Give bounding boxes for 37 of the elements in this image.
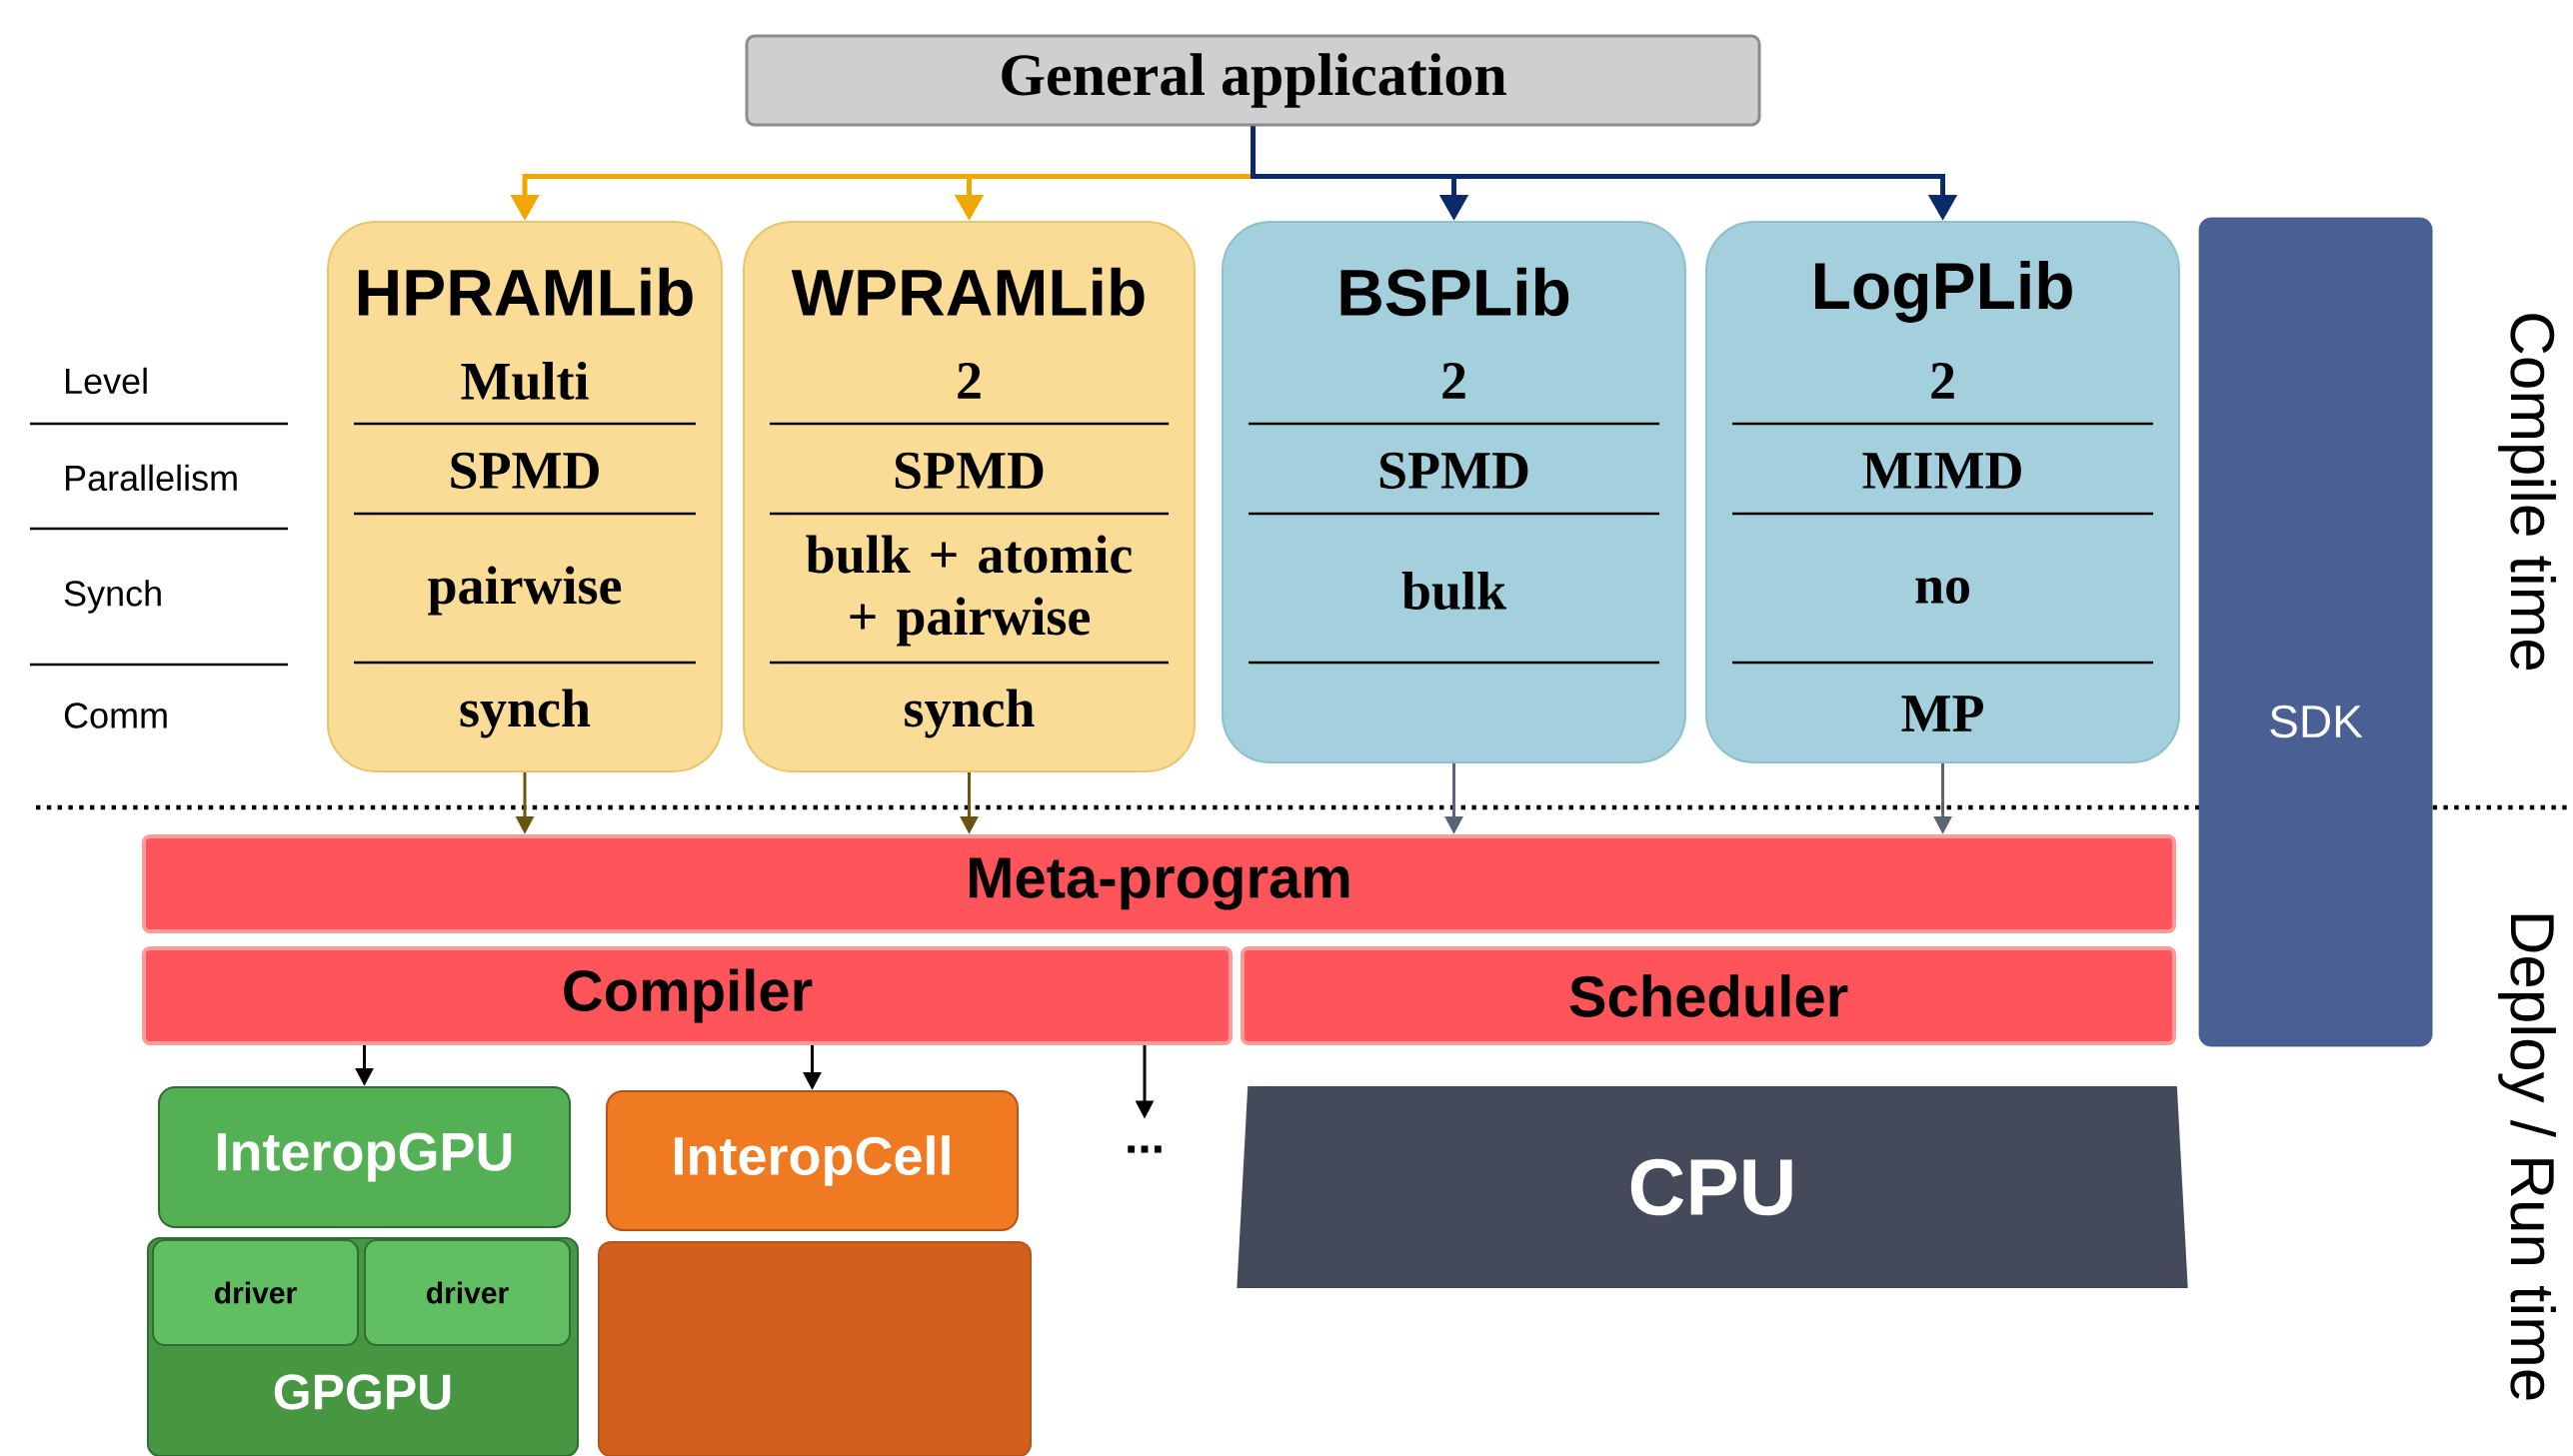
cell-value: SPMD [895, 452, 1044, 490]
cell-value: MP [1901, 696, 1983, 731]
cell-value: bulk + atomic + pairwise [806, 535, 1133, 647]
cell-value: SPMD [1379, 452, 1528, 490]
cell-value: 2 [958, 363, 981, 399]
row-label: Deploy / Run time [2498, 914, 2556, 1400]
cpu-block: CPU [1237, 1086, 2188, 1288]
layer-bar: Scheduler [1241, 946, 2176, 1045]
row-label: Parallelism [66, 464, 237, 492]
cell-value: bulk [1401, 571, 1506, 611]
card-title: LogPLib [1815, 261, 2072, 323]
card-title: HPRAMLib [358, 267, 693, 317]
processor-block [598, 1241, 1032, 1456]
cell-value: synch [905, 689, 1035, 738]
cell-value: 2 [1931, 363, 1954, 399]
row-label: Comm [64, 703, 167, 728]
interop-box: InteropCell [606, 1090, 1019, 1231]
cell-value: SPMD [451, 452, 599, 490]
driver-box: driver [364, 1239, 571, 1346]
driver-box: driver [152, 1239, 359, 1346]
interop-box: InteropGPU [158, 1086, 571, 1228]
cell-value: pairwise [428, 566, 622, 616]
row-label: Level [66, 367, 147, 395]
sdk-panel: SDK [2198, 217, 2433, 1047]
layer-bar: Compiler [142, 946, 1233, 1045]
cell-value: MIMD [1862, 453, 2021, 489]
row-label: Synch [64, 580, 161, 614]
card-title: WPRAMLib [791, 267, 1145, 317]
application-box: General application [745, 34, 1761, 127]
row-label: Compile time [2498, 314, 2556, 670]
cell-value: 2 [1442, 363, 1465, 399]
card-title: BSPLib [1340, 267, 1569, 317]
layer-bar: Meta-program [142, 834, 2176, 933]
cell-value: no [1915, 578, 1969, 604]
cell-value: Multi [461, 361, 589, 401]
cell-value: synch [460, 689, 591, 738]
ellipsis-text: ... [1128, 1145, 1162, 1153]
